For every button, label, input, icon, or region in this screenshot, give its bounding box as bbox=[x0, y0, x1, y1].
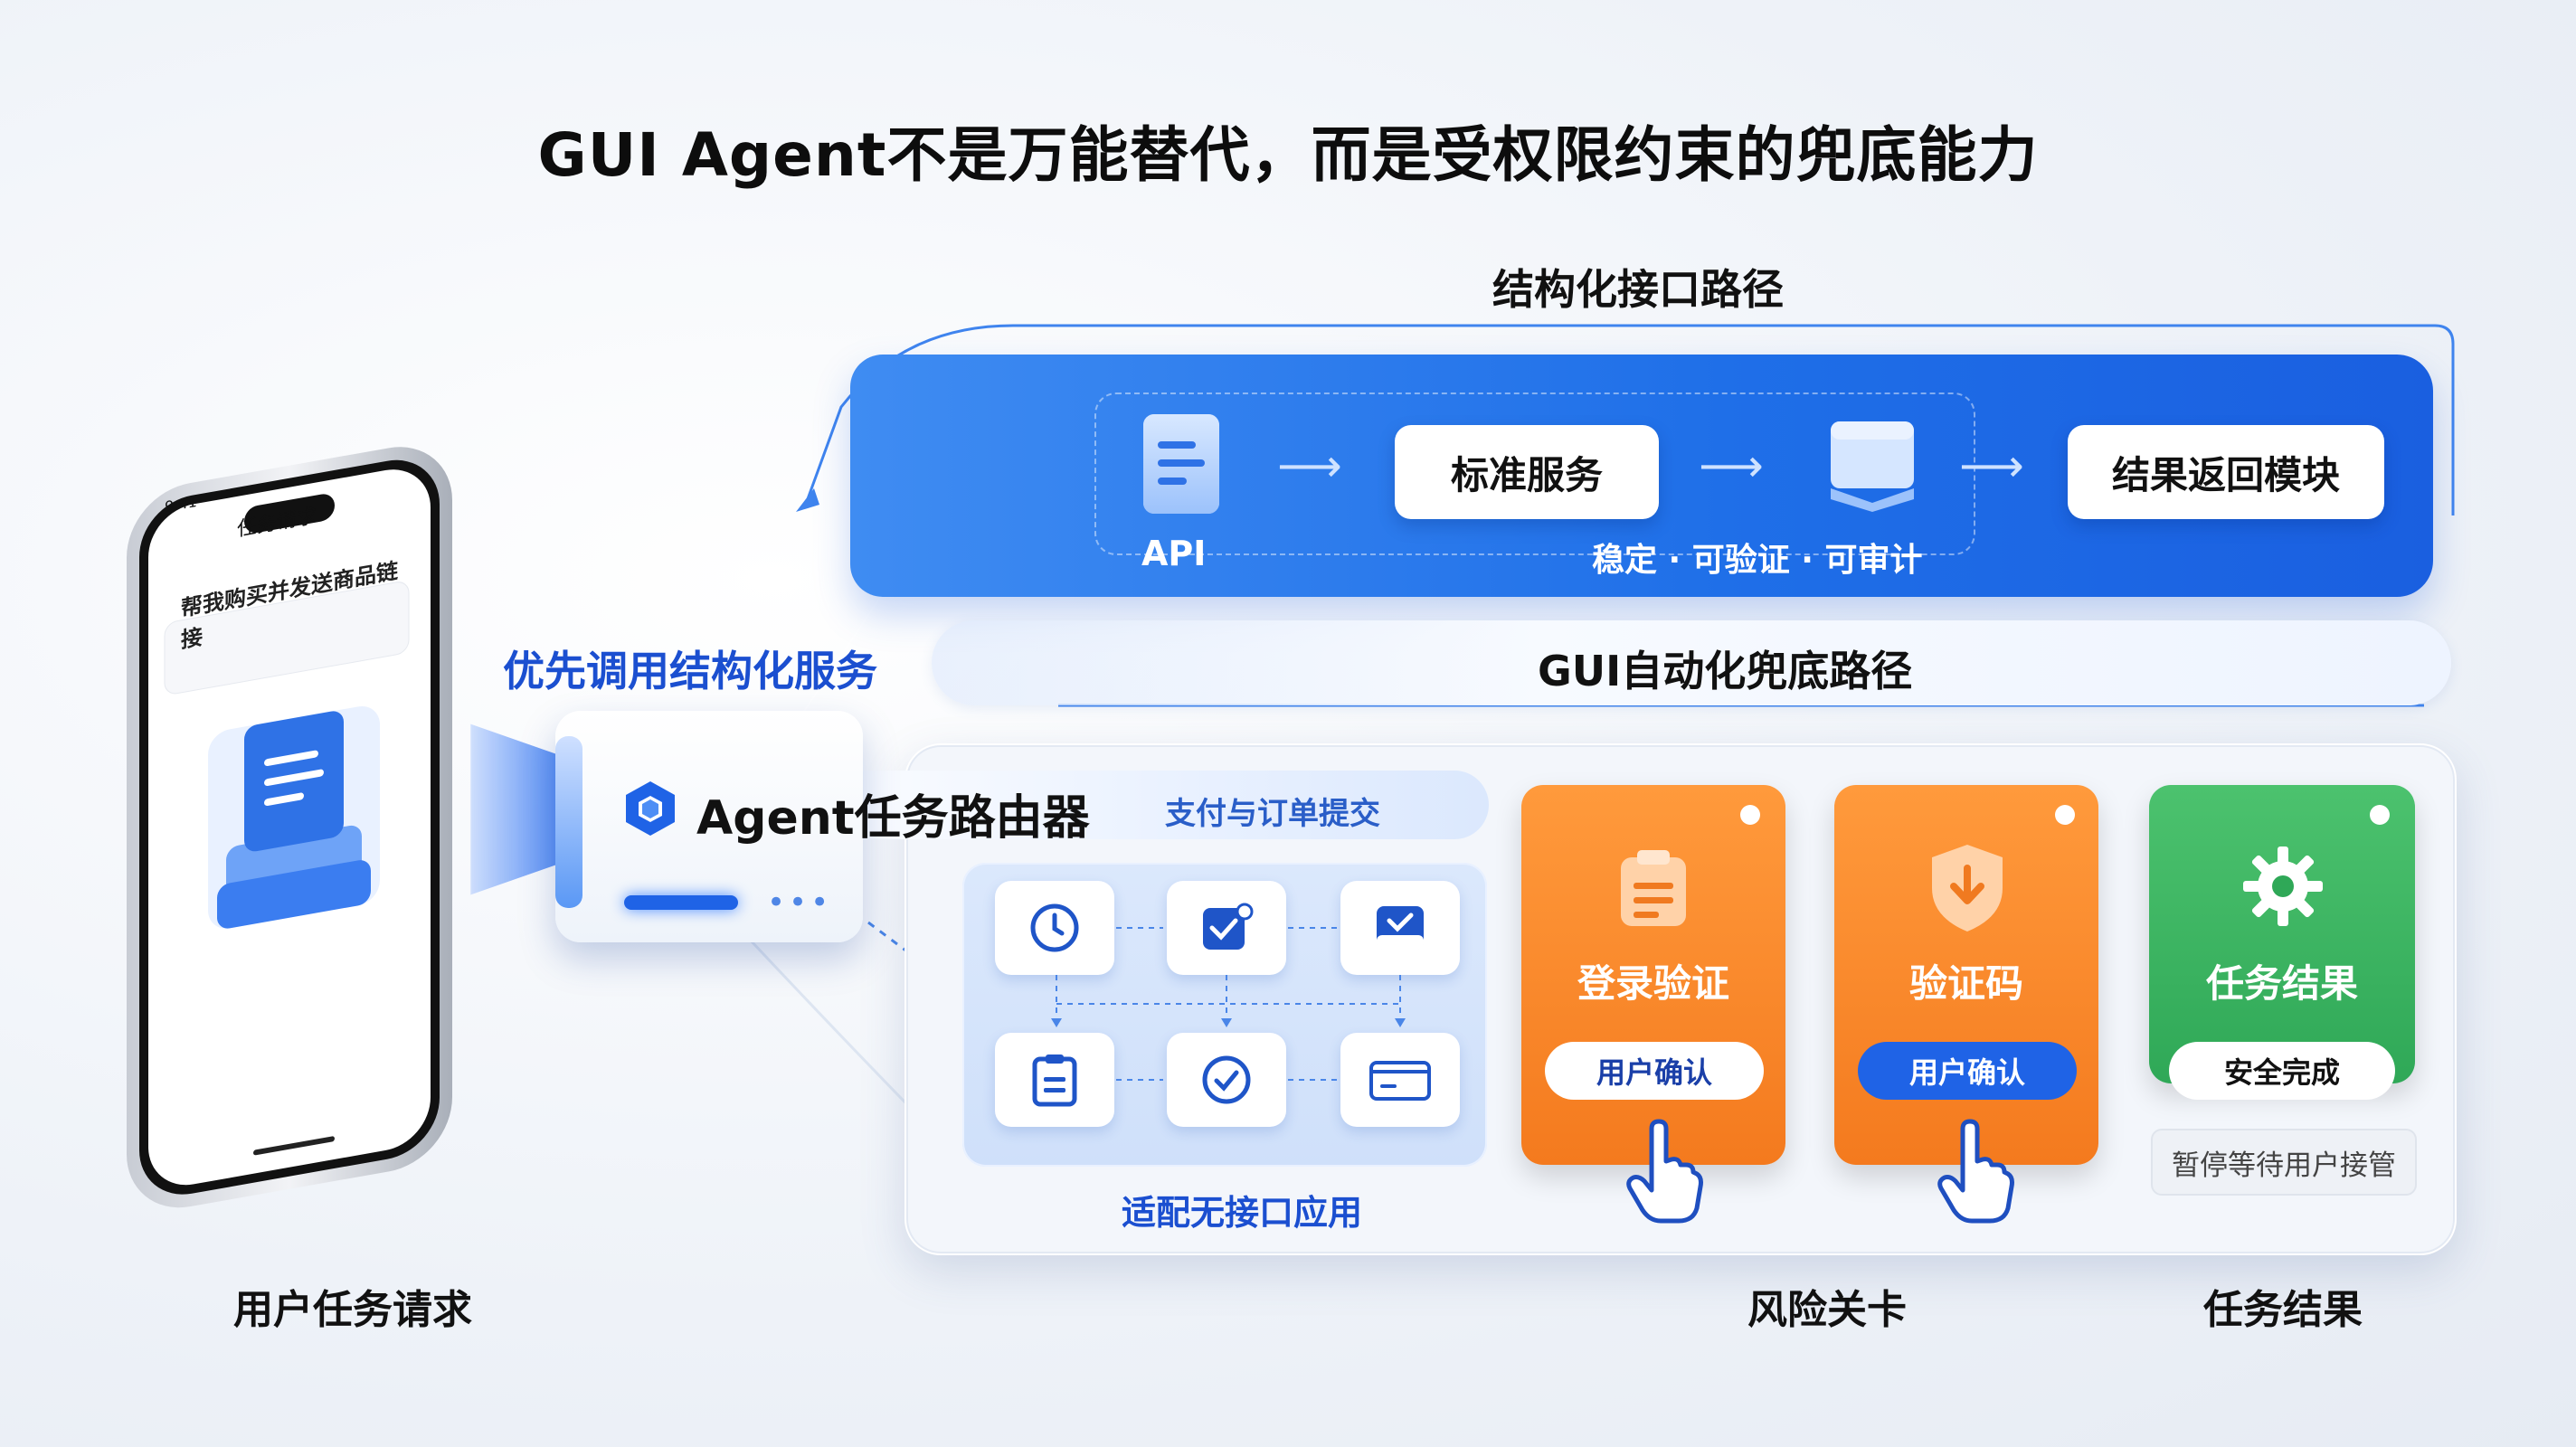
login-verify-title: 登录验证 bbox=[1577, 961, 1729, 1006]
login-verify-card bbox=[1521, 785, 1785, 1165]
router-dots: ••• bbox=[767, 884, 833, 921]
status-dot bbox=[2055, 805, 2075, 825]
user-confirm-label: 用户确认 bbox=[1908, 1055, 2025, 1090]
card-icon bbox=[1340, 1033, 1460, 1127]
router-side-glow bbox=[555, 736, 582, 908]
task-result-title: 任务结果 bbox=[2205, 961, 2358, 1006]
status-dot bbox=[1740, 805, 1760, 825]
user-confirm-label: 用户确认 bbox=[1596, 1055, 1712, 1090]
clock-icon bbox=[995, 881, 1114, 975]
grid-connectors bbox=[1051, 927, 1406, 1081]
safe-complete-button[interactable]: 安全完成 bbox=[2169, 1042, 2395, 1100]
status-dot bbox=[2370, 805, 2390, 825]
inbox-check-icon bbox=[1340, 881, 1460, 975]
api-label: API bbox=[1141, 534, 1207, 573]
gui-fallback-bar bbox=[932, 620, 2451, 705]
arrow-right-icon: ⟶ bbox=[1277, 440, 1342, 492]
router-title: Agent任务路由器 bbox=[696, 791, 1090, 846]
clipboard-icon bbox=[1615, 846, 1691, 930]
shield-download-icon bbox=[1927, 841, 2008, 935]
prefer-structured-label: 优先调用结构化服务 bbox=[503, 647, 877, 695]
smartphone bbox=[109, 425, 543, 1239]
clipboard-icon bbox=[995, 1033, 1114, 1127]
pause-await-user-box: 暂停等待用户接管 bbox=[2151, 1129, 2417, 1196]
hand-pointer-icon bbox=[1624, 1118, 1706, 1226]
user-confirm-button[interactable]: 用户确认 bbox=[1545, 1042, 1764, 1100]
arrow-right-icon: ⟶ bbox=[1699, 440, 1764, 492]
pause-await-user-label: 暂停等待用户接管 bbox=[2172, 1149, 2396, 1182]
document-icon bbox=[1138, 411, 1228, 519]
standard-service-box: 标准服务 bbox=[1395, 425, 1659, 519]
router-label-pill bbox=[742, 771, 1489, 839]
structured-properties: 稳定 · 可验证 · 可审计 bbox=[1592, 542, 1923, 579]
gui-fallback-label: GUI自动化兜底路径 bbox=[1538, 647, 1913, 695]
checkbox-edit-icon bbox=[1167, 881, 1286, 975]
standard-service-label: 标准服务 bbox=[1450, 452, 1603, 497]
hand-pointer-icon bbox=[1936, 1118, 2017, 1226]
result-module-label: 结果返回模块 bbox=[2111, 452, 2340, 497]
gear-icon bbox=[2240, 843, 2326, 930]
structured-path-dash-frame bbox=[1094, 392, 1975, 555]
task-result-card bbox=[2149, 785, 2415, 1083]
adapt-apps-label: 适配无接口应用 bbox=[1122, 1193, 1363, 1233]
result-module-box: 结果返回模块 bbox=[2068, 425, 2384, 519]
router-status-bar bbox=[624, 895, 738, 910]
safe-complete-label: 安全完成 bbox=[2223, 1055, 2340, 1090]
captcha-title: 验证码 bbox=[1908, 961, 2023, 1006]
return-arrow-head bbox=[796, 488, 819, 512]
page-title: GUI Agent不是万能替代，而是受权限约束的兜底能力 bbox=[537, 120, 2039, 190]
user-request-caption: 用户任务请求 bbox=[233, 1287, 472, 1333]
book-icon bbox=[1825, 416, 1919, 515]
structured-path-label: 结构化接口路径 bbox=[1492, 265, 1784, 314]
router-task-label: 支付与订单提交 bbox=[1165, 796, 1380, 832]
task-result-caption: 任务结果 bbox=[2203, 1287, 2363, 1333]
risk-checkpoint-caption: 风险关卡 bbox=[1747, 1287, 1907, 1333]
hexagon-icon bbox=[624, 780, 677, 837]
user-confirm-button[interactable]: 用户确认 bbox=[1858, 1042, 2077, 1100]
arrow-right-icon: ⟶ bbox=[1959, 440, 2024, 492]
verified-check-icon bbox=[1167, 1033, 1286, 1127]
